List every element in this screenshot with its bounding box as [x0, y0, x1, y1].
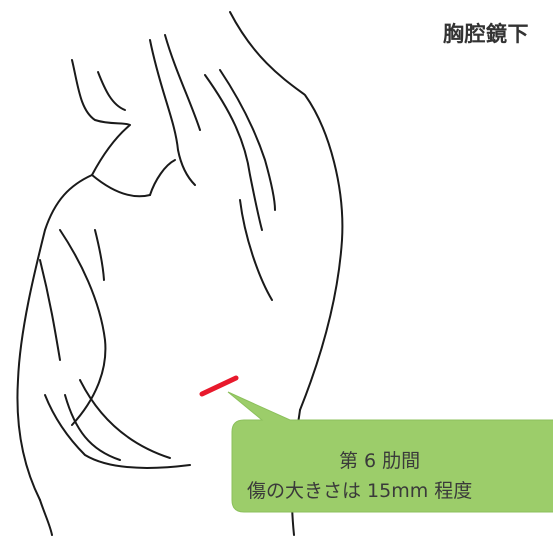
callout-label: 第 6 肋間 傷の大きさは 15mm 程度 [247, 446, 553, 506]
callout-line-wound-size: 傷の大きさは 15mm 程度 [247, 480, 473, 502]
diagram-title: 胸腔鏡下 [443, 22, 529, 46]
callout-bubble [227, 391, 553, 513]
callout-line-intercostal: 第 6 肋間 [339, 450, 421, 472]
incision-mark [199, 375, 239, 397]
